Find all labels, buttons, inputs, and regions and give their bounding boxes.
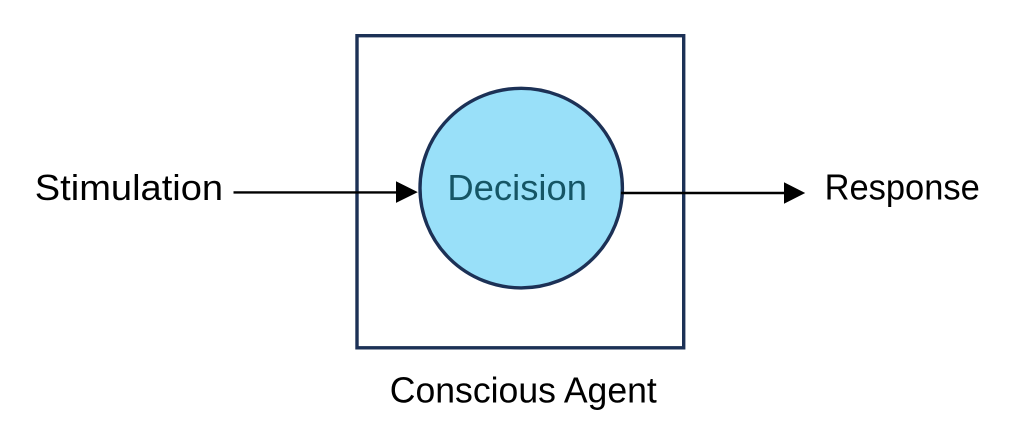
svg-text:Stimulation: Stimulation <box>35 167 223 208</box>
svg-text:Conscious Agent: Conscious Agent <box>390 370 657 411</box>
svg-text:Response: Response <box>825 167 980 208</box>
svg-text:Decision: Decision <box>447 167 587 208</box>
